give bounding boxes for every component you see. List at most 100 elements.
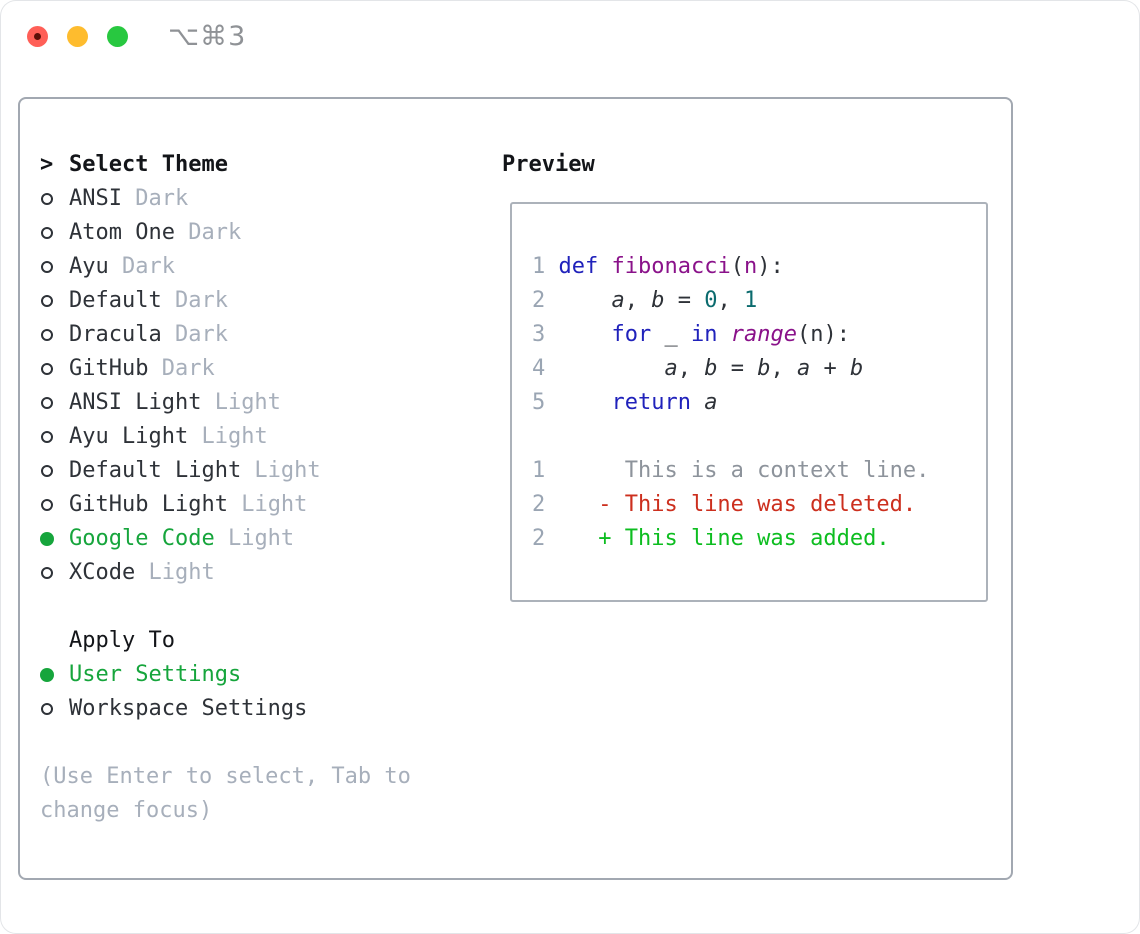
radio-marker <box>40 465 69 477</box>
option-variant-label: Light <box>241 458 321 483</box>
radio-marker <box>40 532 69 546</box>
option-label: Atom One <box>69 220 175 245</box>
radio-selected-icon <box>40 668 54 682</box>
option-variant-label: Dark <box>108 254 175 279</box>
theme-option[interactable]: GitHub Light Light <box>40 488 411 522</box>
maximize-button[interactable] <box>107 26 128 47</box>
radio-marker <box>40 668 69 682</box>
close-button[interactable] <box>27 26 48 47</box>
theme-option[interactable]: Dracula Dark <box>40 318 411 352</box>
code-line: 1 def fibonacci(n): <box>532 254 784 279</box>
theme-option[interactable]: Ayu Light Light <box>40 420 411 454</box>
radio-marker <box>40 703 69 715</box>
radio-icon <box>41 703 53 715</box>
option-variant-label: Light <box>227 492 308 517</box>
diff-context-line: 1 This is a context line. <box>532 458 930 483</box>
line-number: 1 <box>532 458 546 483</box>
option-variant-label: Light <box>188 424 268 449</box>
radio-icon <box>41 261 53 273</box>
radio-icon <box>41 295 53 307</box>
option-variant-label: Dark <box>161 322 228 347</box>
spacer <box>40 590 411 624</box>
option-label: Workspace Settings <box>69 696 308 721</box>
radio-icon <box>41 193 53 205</box>
option-label: Ayu <box>69 254 109 279</box>
option-label: User Settings <box>69 662 242 687</box>
theme-option[interactable]: Default Dark <box>40 284 411 318</box>
diff-added-line: 2 + This line was added. <box>532 526 890 551</box>
theme-option[interactable]: ANSI Light Light <box>40 386 411 420</box>
spacer <box>40 726 411 760</box>
window-titlebar: ⌥⌘3 <box>0 0 1140 75</box>
option-variant-label: Dark <box>174 220 242 245</box>
diff-deleted-line: 2 - This line was deleted. <box>532 492 917 517</box>
code-line: 2 a, b = 0, 1 <box>532 288 758 313</box>
radio-icon <box>41 567 53 579</box>
theme-option[interactable]: Atom One Dark <box>40 216 411 250</box>
radio-marker <box>40 329 69 341</box>
option-variant-label: Light <box>135 560 215 585</box>
radio-marker <box>40 261 69 273</box>
option-label: Ayu Light <box>69 424 189 449</box>
preview-lines: 1 def fibonacci(n): 2 a, b = 0, 1 3 for _ … <box>532 250 929 556</box>
line-number: 2 <box>532 526 546 551</box>
theme-option[interactable]: ANSI Dark <box>40 182 411 216</box>
radio-icon <box>41 499 53 511</box>
apply-to-header-row: Apply To <box>40 624 411 658</box>
option-variant-label: Dark <box>161 288 228 313</box>
option-label: XCode <box>69 560 136 585</box>
radio-marker <box>40 567 69 579</box>
line-number: 5 <box>532 390 546 415</box>
blank-line <box>532 420 929 454</box>
option-label: Default <box>69 288 162 313</box>
line-number: 2 <box>532 492 546 517</box>
option-label: ANSI Light <box>69 390 202 415</box>
option-label: Default Light <box>69 458 242 483</box>
option-variant-label: Dark <box>148 356 215 381</box>
theme-option[interactable]: XCode Light <box>40 556 411 590</box>
line-number: 1 <box>532 254 546 279</box>
hint-line-1: (Use Enter to select, Tab to <box>40 764 411 789</box>
traffic-lights <box>27 26 128 47</box>
prompt-icon: > <box>40 152 54 177</box>
radio-icon <box>41 465 53 477</box>
radio-marker <box>40 227 69 239</box>
code-line: 3 for _ in range(n): <box>532 322 850 347</box>
option-label: ANSI <box>69 186 122 211</box>
theme-option[interactable]: GitHub Dark <box>40 352 411 386</box>
code-line: 4 a, b = b, a + b <box>532 356 864 381</box>
option-label: Google Code <box>69 526 215 551</box>
radio-marker <box>40 499 69 511</box>
radio-marker <box>40 397 69 409</box>
theme-option[interactable]: Google Code Light <box>40 522 411 556</box>
radio-icon <box>41 227 53 239</box>
radio-marker <box>40 295 69 307</box>
line-number: 2 <box>532 288 546 313</box>
option-variant-label: Light <box>214 526 295 551</box>
line-number: 3 <box>532 322 546 347</box>
option-label: Dracula <box>69 322 162 347</box>
select-theme-header: > Select Theme <box>40 148 411 182</box>
minimize-button[interactable] <box>67 26 88 47</box>
select-theme-title: Select Theme <box>69 152 228 177</box>
window-title-shortcut: ⌥⌘3 <box>168 21 247 52</box>
line-number: 4 <box>532 356 546 381</box>
radio-selected-icon <box>40 532 54 546</box>
option-label: GitHub Light <box>69 492 228 517</box>
hint-line-2: change focus) <box>40 798 213 823</box>
radio-marker <box>40 431 69 443</box>
apply-to-option[interactable]: Workspace Settings <box>40 692 411 726</box>
radio-icon <box>41 431 53 443</box>
apply-to-option[interactable]: User Settings <box>40 658 411 692</box>
radio-icon <box>41 363 53 375</box>
theme-option[interactable]: Default Light Light <box>40 454 411 488</box>
theme-option[interactable]: Ayu Dark <box>40 250 411 284</box>
record-dot-icon <box>34 33 41 40</box>
apply-to-title: Apply To <box>69 628 175 653</box>
radio-marker <box>40 363 69 375</box>
preview-box: 1 def fibonacci(n): 2 a, b = 0, 1 3 for _ … <box>510 202 988 602</box>
